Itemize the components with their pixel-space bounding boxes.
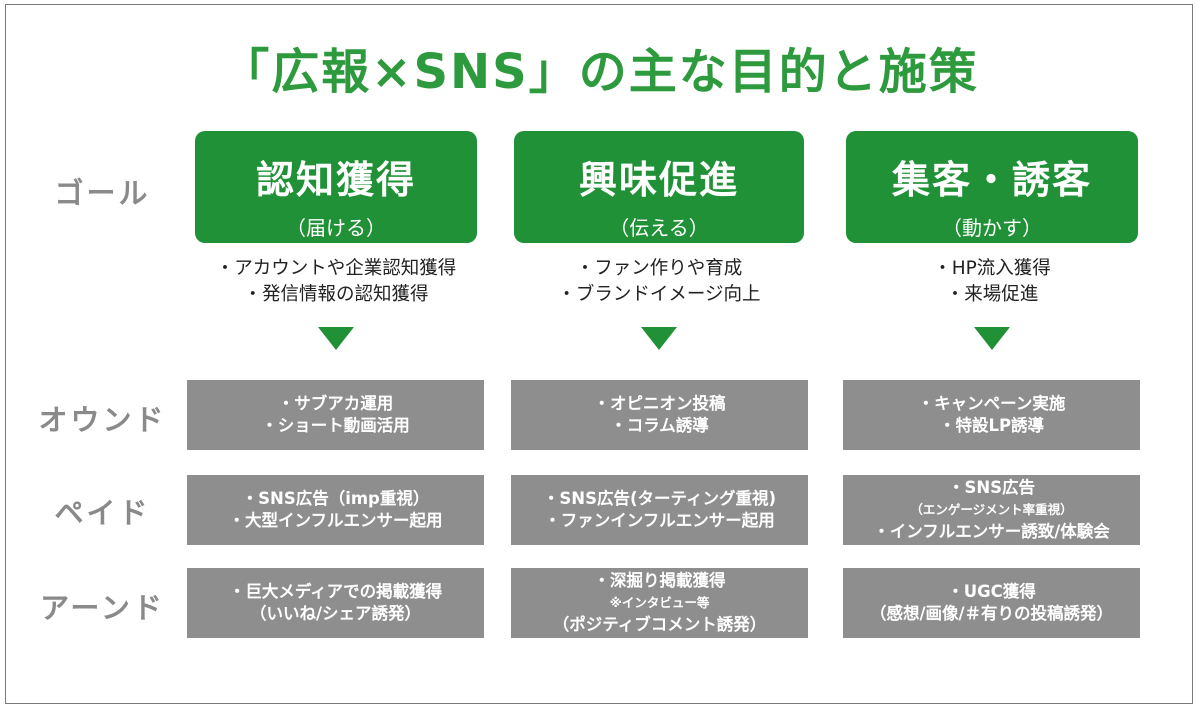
tactic-paid-attraction: ・SNS広告 （エンゲージメント率重視） ・インフルエンサー誘致/体験会 <box>843 475 1140 545</box>
tactic-line: ・大型インフルエンサー起用 <box>228 511 443 530</box>
tactic-line: ・サブアカ運用 <box>277 394 394 413</box>
tactic-line: ・インフルエンサー誘致/体験会 <box>873 522 1110 541</box>
goal-point: ・来場促進 <box>945 284 1039 305</box>
tactic-line: ・ファンインフルエンサー起用 <box>544 511 775 530</box>
tactic-earned-interest: ・深掘り掲載獲得 ※インタビュー等 （ポジティブコメント誘発） <box>511 568 808 638</box>
goal-box-attraction: 集客・誘客 （動かす） <box>846 131 1138 243</box>
tactic-line: ・特設LP誘導 <box>938 416 1045 435</box>
goal-title: 認知獲得 <box>255 158 416 202</box>
goal-points-attraction: ・HP流入獲得 ・来場促進 <box>832 256 1152 308</box>
goal-point: ・発信情報の認知獲得 <box>243 284 429 305</box>
tactic-line: ・UGC獲得 <box>947 582 1036 601</box>
tactic-line: （いいね/シェア誘発） <box>249 604 422 623</box>
tactic-line: ・コラム誘導 <box>610 416 709 435</box>
tactic-line: ・深掘り掲載獲得 ※インタビュー等 <box>511 570 808 614</box>
row-label-paid: ペイド <box>54 496 151 530</box>
goal-box-awareness: 認知獲得 （届ける） <box>195 131 477 243</box>
tactic-paid-awareness: ・SNS広告（imp重視） ・大型インフルエンサー起用 <box>187 475 484 545</box>
tactic-line: ・巨大メディアでの掲載獲得 <box>228 582 443 601</box>
diagram-frame <box>5 4 1193 704</box>
tactic-note: （エンゲージメント率重視） <box>910 502 1073 517</box>
tactic-main-text: ・SNS広告 <box>947 478 1036 497</box>
goal-points-awareness: ・アカウントや企業認知獲得 ・発信情報の認知獲得 <box>175 256 497 308</box>
tactic-line: ・ショート動画活用 <box>261 416 410 435</box>
row-label-owned: オウンド <box>38 403 167 437</box>
row-label-goal: ゴール <box>54 176 151 210</box>
tactic-owned-attraction: ・キャンペーン実施 ・特設LP誘導 <box>843 380 1140 450</box>
tactic-line: ・SNS広告（imp重視） <box>241 489 430 508</box>
goal-point: ・ブランドイメージ向上 <box>557 284 761 305</box>
page-title: 「広報×SNS」の主な目的と施策 <box>221 44 979 100</box>
goal-subtitle: （伝える） <box>609 216 709 240</box>
down-arrow-icon <box>974 327 1010 350</box>
tactic-line: （ポジティブコメント誘発） <box>552 615 767 634</box>
tactic-owned-awareness: ・サブアカ運用 ・ショート動画活用 <box>187 380 484 450</box>
down-arrow-icon <box>641 327 677 350</box>
goal-title: 興味促進 <box>578 158 739 202</box>
tactic-earned-attraction: ・UGC獲得 （感想/画像/＃有りの投稿誘発） <box>843 568 1140 638</box>
tactic-main-text: ・深掘り掲載獲得 <box>593 571 726 590</box>
tactic-line: ・SNS広告(ターティング重視) <box>542 489 777 508</box>
goal-point: ・ファン作りや育成 <box>575 258 743 279</box>
tactic-line: （感想/画像/＃有りの投稿誘発） <box>869 604 1114 623</box>
tactic-earned-awareness: ・巨大メディアでの掲載獲得 （いいね/シェア誘発） <box>187 568 484 638</box>
tactic-note: ※インタビュー等 <box>609 595 710 610</box>
goal-subtitle: （動かす） <box>942 216 1042 240</box>
tactic-line: ・オピニオン投稿 <box>593 394 726 413</box>
goal-points-interest: ・ファン作りや育成 ・ブランドイメージ向上 <box>499 256 819 308</box>
goal-title: 集客・誘客 <box>891 158 1092 202</box>
row-label-earned: アーンド <box>40 591 165 625</box>
tactic-owned-interest: ・オピニオン投稿 ・コラム誘導 <box>511 380 808 450</box>
down-arrow-icon <box>318 327 354 350</box>
goal-point: ・HP流入獲得 <box>933 258 1051 279</box>
tactic-line: ・キャンペーン実施 <box>917 394 1066 413</box>
tactic-line: ・SNS広告 （エンゲージメント率重視） <box>843 477 1140 521</box>
goal-point: ・アカウントや企業認知獲得 <box>215 258 457 279</box>
goal-box-interest: 興味促進 （伝える） <box>514 131 804 243</box>
tactic-paid-interest: ・SNS広告(ターティング重視) ・ファンインフルエンサー起用 <box>511 475 808 545</box>
goal-subtitle: （届ける） <box>286 216 386 240</box>
